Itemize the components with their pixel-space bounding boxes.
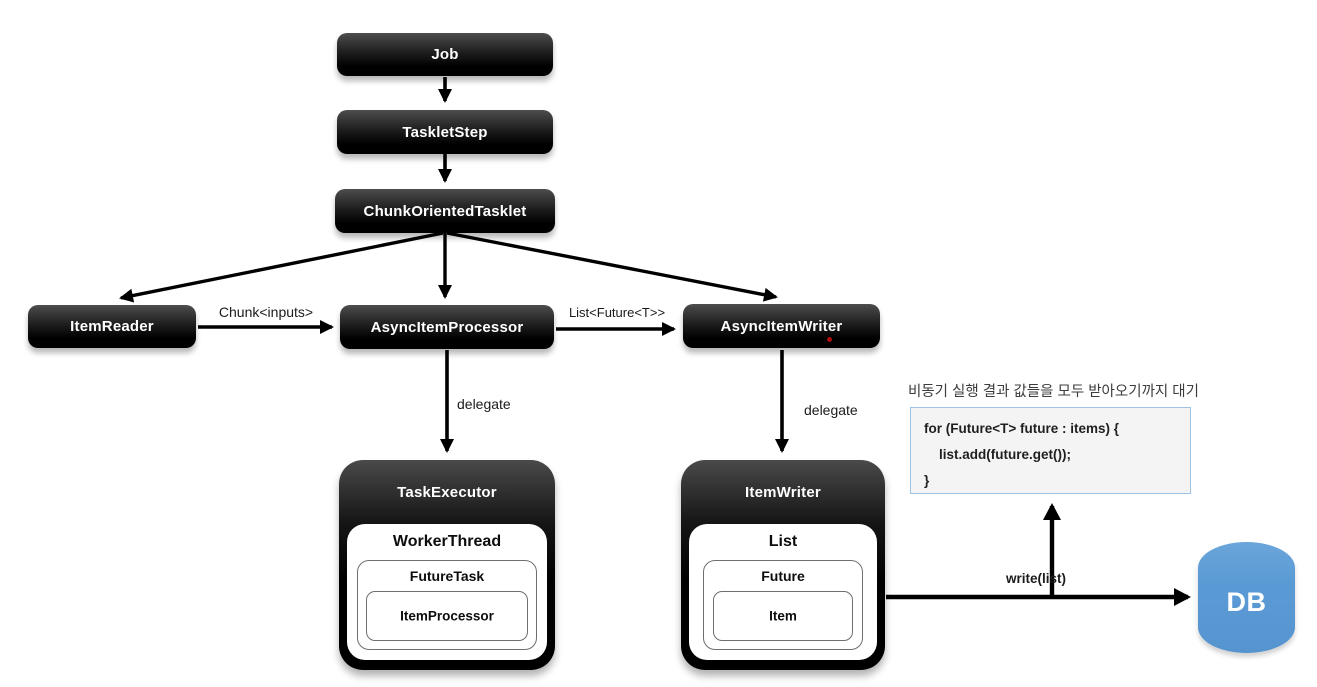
db-label: DB (1226, 587, 1267, 617)
node-job: Job (337, 33, 553, 76)
box-future: Future Item (703, 560, 863, 650)
node-chunk-oriented-tasklet: ChunkOrientedTasklet (335, 189, 555, 233)
node-async-item-processor-label: AsyncItemProcessor (370, 318, 524, 336)
node-async-item-processor: AsyncItemProcessor (340, 305, 554, 349)
node-async-item-writer: AsyncItemWriter (683, 304, 880, 348)
red-artifact-dot (827, 337, 832, 342)
box-item-processor: ItemProcessor (366, 591, 528, 641)
db-cylinder: DB (1198, 542, 1295, 653)
task-executor-title: TaskExecutor (397, 484, 497, 501)
box-list: List Future Item (689, 524, 877, 660)
code-line-1: for (Future<T> future : items) { (924, 421, 1120, 436)
edge-label-list-future: List<Future<T>> (568, 305, 666, 320)
item-processor-label: ItemProcessor (400, 608, 494, 624)
box-future-task: FutureTask ItemProcessor (357, 560, 537, 650)
future-label: Future (761, 568, 805, 584)
box-item: Item (713, 591, 853, 641)
code-line-3: } (924, 473, 930, 488)
code-line-2: list.add(future.get()); (924, 447, 1071, 462)
node-async-item-writer-label: AsyncItemWriter (720, 317, 843, 335)
worker-thread-label: WorkerThread (392, 533, 502, 550)
arrow-chunktasklet-to-itemreader (119, 231, 444, 303)
container-item-writer: ItemWriter List Future Item (681, 460, 885, 670)
future-task-label: FutureTask (409, 568, 485, 584)
item-label: Item (769, 608, 797, 624)
edge-label-write-list: write(list) (1006, 571, 1067, 586)
code-box: for (Future<T> future : items) { list.ad… (910, 407, 1191, 494)
node-item-reader-label: ItemReader (70, 318, 154, 335)
box-worker-thread: WorkerThread FutureTask ItemProcessor (347, 524, 547, 660)
list-label: List (768, 533, 798, 550)
korean-annotation: 비동기 실행 결과 값들을 모두 받아오기까지 대기 (908, 384, 1199, 400)
edge-label-delegate-right: delegate (804, 402, 858, 418)
edge-label-chunk-inputs: Chunk<inputs> (218, 304, 314, 320)
node-tasklet-step-label: TaskletStep (402, 123, 488, 141)
edge-label-delegate-left: delegate (457, 396, 511, 412)
node-tasklet-step: TaskletStep (337, 110, 553, 154)
item-writer-title: ItemWriter (745, 484, 821, 501)
arrow-chunktasklet-to-asyncwriter (446, 231, 778, 302)
node-job-label: Job (431, 46, 459, 63)
node-item-reader: ItemReader (28, 305, 196, 348)
container-task-executor: TaskExecutor WorkerThread FutureTask Ite… (339, 460, 555, 670)
node-chunk-oriented-tasklet-label: ChunkOrientedTasklet (363, 202, 527, 220)
